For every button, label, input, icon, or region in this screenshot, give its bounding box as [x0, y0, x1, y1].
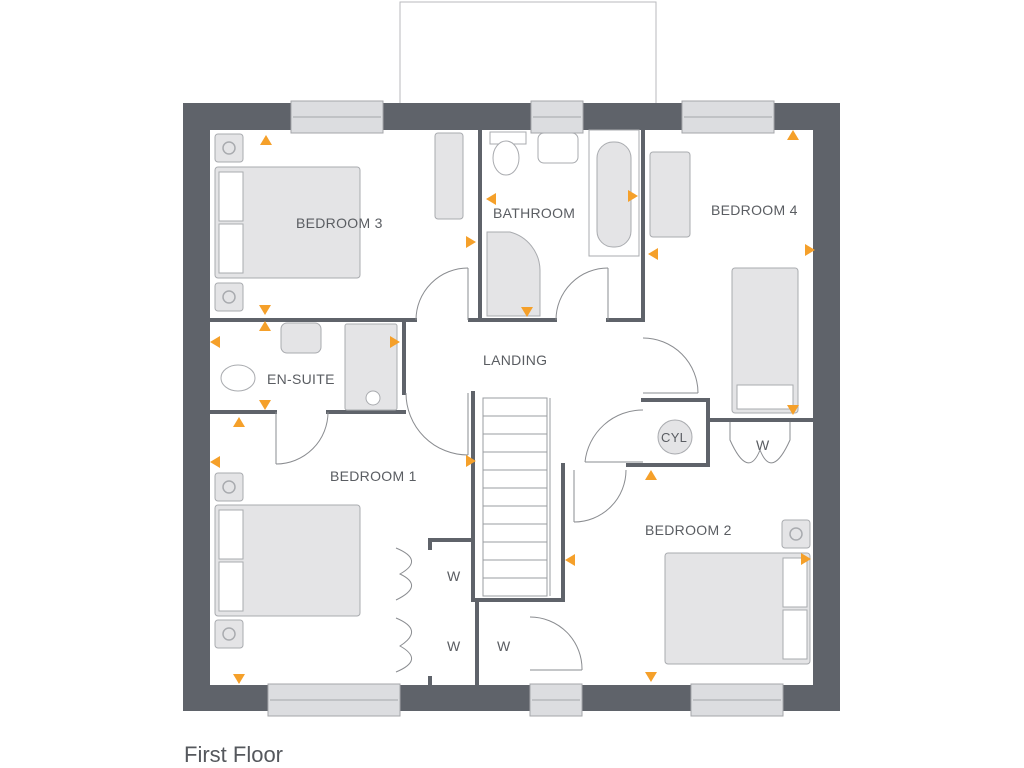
toilet	[492, 140, 520, 176]
basin	[537, 132, 579, 164]
wardrobe-label: W	[497, 638, 511, 654]
room-label-bedroom1: BEDROOM 1	[330, 468, 417, 484]
room-label-bedroom2: BEDROOM 2	[645, 522, 732, 538]
bedside-lamps	[222, 141, 803, 641]
shower-tray	[486, 231, 541, 317]
room-label-ensuite: EN-SUITE	[267, 371, 335, 387]
toilet	[220, 364, 256, 392]
basin	[280, 322, 322, 354]
doors	[275, 267, 791, 673]
floor-caption: First Floor	[184, 742, 283, 767]
desk	[434, 132, 464, 220]
desk	[649, 151, 691, 238]
bedside-table	[214, 133, 244, 163]
balcony-outline	[399, 1, 657, 103]
shower	[344, 323, 398, 411]
interior-walls	[208, 128, 815, 687]
bedside-table	[214, 472, 244, 502]
hot-water-cylinder	[657, 419, 693, 455]
room-label-landing: LANDING	[483, 352, 547, 368]
furniture	[214, 129, 811, 665]
bedside-table	[214, 282, 244, 312]
single-bed	[731, 267, 799, 414]
bedside-table	[781, 519, 811, 549]
windows	[267, 100, 784, 717]
wardrobe-label: W	[447, 638, 461, 654]
wardrobe-label: W	[447, 568, 461, 584]
cylinder-label: CYL	[661, 430, 687, 445]
bedside-table	[214, 619, 244, 649]
room-label-bedroom3: BEDROOM 3	[296, 215, 383, 231]
socket-markers	[210, 130, 815, 684]
room-label-bedroom4: BEDROOM 4	[711, 202, 798, 218]
staircase	[482, 397, 551, 597]
wardrobe-label: W	[756, 437, 770, 453]
room-label-bathroom: BATHROOM	[493, 205, 575, 221]
